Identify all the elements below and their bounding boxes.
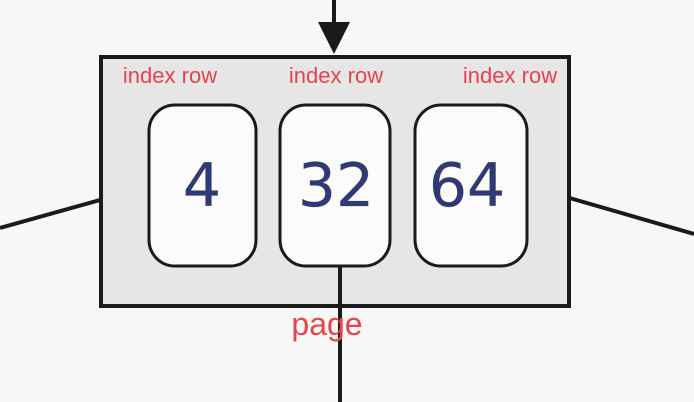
index-cell-1 [147, 103, 258, 268]
index-cell-2 [278, 103, 392, 268]
page-label: page [291, 306, 362, 342]
index-row-label-3: index row [463, 63, 557, 88]
index-cell-2-value: 32 [298, 151, 374, 221]
index-cell-3 [413, 103, 529, 268]
index-row-label-2: index row [289, 63, 383, 88]
index-cell-1-value: 4 [183, 151, 221, 221]
index-row-label-1: index row [123, 63, 217, 88]
incoming-arrowhead [318, 22, 350, 54]
index-cell-3-value: 64 [429, 151, 505, 221]
